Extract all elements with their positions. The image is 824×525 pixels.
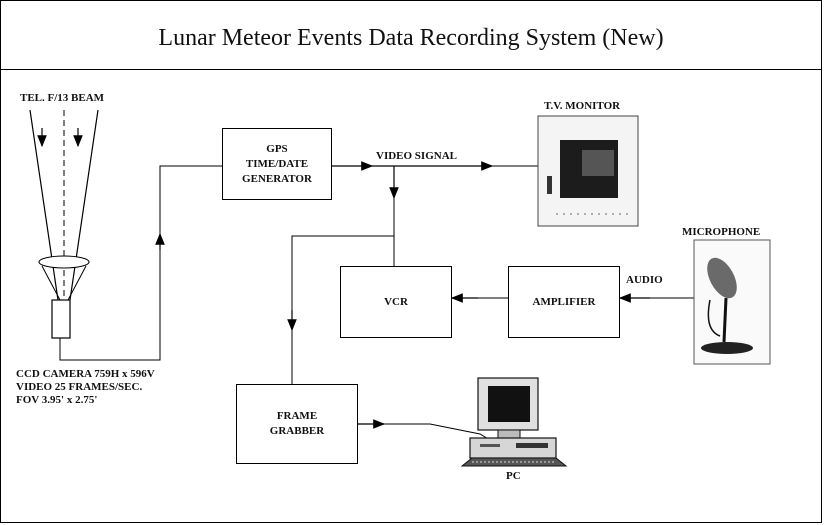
diagram-title: Lunar Meteor Events Data Recording Syste… — [158, 25, 664, 51]
gps-time-date-generator-box: GPS TIME/DATE GENERATOR — [222, 128, 332, 200]
amplifier-box: AMPLIFIER — [508, 266, 620, 338]
ccd-camera-spec-line3: FOV 3.95' x 2.75' — [16, 394, 98, 406]
audio-label: AUDIO — [626, 274, 663, 286]
ccd-camera-icon — [51, 299, 71, 339]
vcr-label: VCR — [384, 295, 408, 308]
telescope-beam — [29, 109, 99, 301]
ccd-camera-spec-line2: VIDEO 25 FRAMES/SEC. — [16, 381, 143, 393]
pc-label: PC — [506, 470, 521, 482]
gps-label: GPS TIME/DATE GENERATOR — [242, 142, 312, 185]
vcr-box: VCR — [340, 266, 452, 338]
pc-icon — [460, 377, 568, 467]
microphone-label: MICROPHONE — [682, 226, 761, 238]
microphone-icon — [693, 239, 771, 365]
ccd-camera-spec-line1: CCD CAMERA 759H x 596V — [16, 368, 155, 380]
amplifier-label: AMPLIFIER — [532, 295, 596, 308]
tv-monitor-icon — [537, 115, 639, 227]
frame-grabber-label: FRAME GRABBER — [269, 410, 325, 437]
frame-grabber-box: FRAME GRABBER — [236, 384, 358, 464]
tv-monitor-label: T.V. MONITOR — [544, 100, 621, 112]
video-signal-label: VIDEO SIGNAL — [376, 150, 457, 162]
title-bar: Lunar Meteor Events Data Recording Syste… — [1, 1, 821, 70]
tel-beam-label: TEL. F/13 BEAM — [20, 92, 105, 104]
